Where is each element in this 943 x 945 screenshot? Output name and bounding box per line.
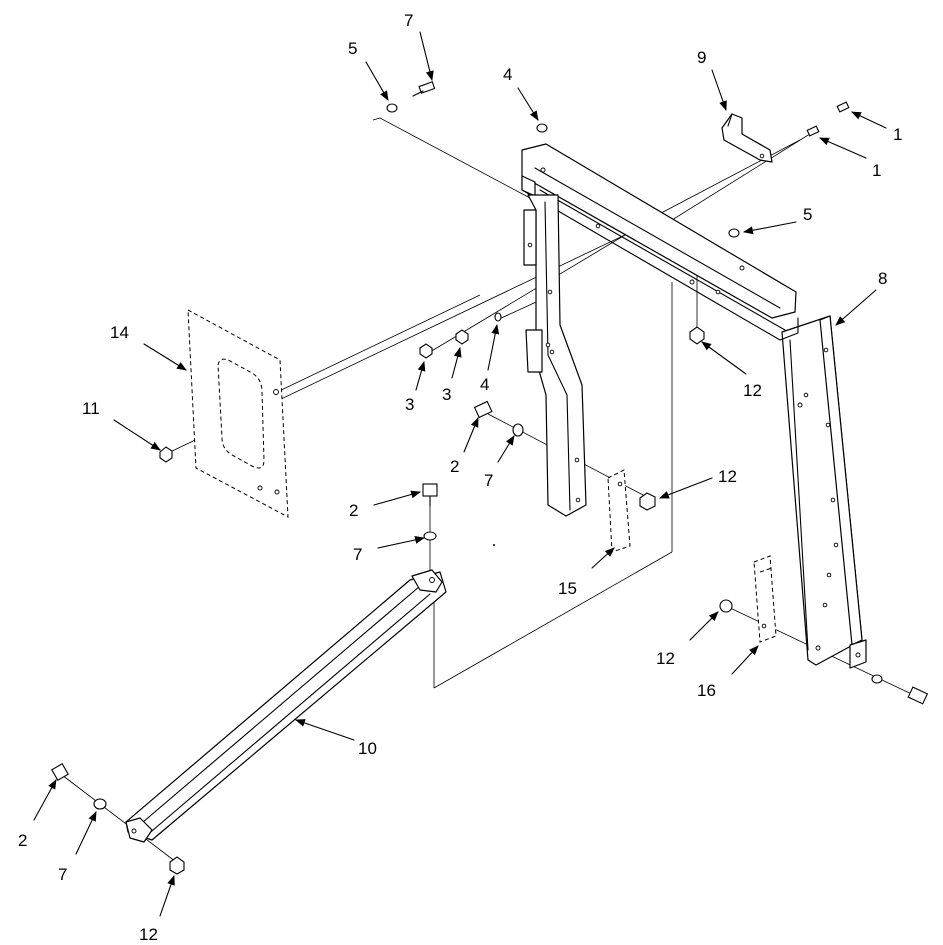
callout-13: 7 — [404, 11, 413, 30]
bolt-2b — [422, 483, 438, 507]
plate-15 — [607, 469, 631, 553]
callout-2-mid: 2 — [349, 501, 358, 520]
callout-5-top: 4 — [503, 65, 512, 84]
leader-lines — [33, 31, 887, 917]
washer-end — [871, 674, 883, 684]
screw-1a — [836, 101, 850, 113]
assembly-lines — [61, 117, 921, 866]
callout-12-mid: 12 — [718, 467, 737, 486]
callout-16: 16 — [697, 681, 716, 700]
bolt-13 — [412, 81, 436, 97]
callout-11: 11 — [82, 399, 100, 418]
top-crossbar — [521, 143, 799, 341]
callout-9: 9 — [697, 48, 706, 67]
nut-12b — [639, 492, 656, 511]
nut-3a — [419, 343, 433, 359]
callout-3-left: 3 — [405, 395, 414, 414]
callout-5-right: 5 — [803, 205, 812, 224]
callout-12-right: 12 — [656, 649, 675, 668]
nut-3b — [455, 329, 469, 345]
stray-dot — [493, 544, 495, 546]
callout-2-upper: 2 — [450, 457, 459, 476]
callout-4: 4 — [480, 375, 489, 394]
hardware — [51, 81, 929, 875]
washer-7c — [93, 798, 107, 810]
callout-2-lower: 2 — [18, 831, 27, 850]
callout-14: 14 — [110, 323, 129, 342]
washer-4 — [494, 312, 502, 322]
callout-7-mid: 7 — [353, 545, 362, 564]
callout-12-top: 12 — [743, 381, 762, 400]
nut-11 — [159, 446, 173, 463]
callout-15: 15 — [558, 579, 577, 598]
callout-8: 8 — [878, 269, 887, 288]
bolt-2a — [473, 400, 493, 419]
screw-1b — [806, 125, 820, 137]
callout-1-upper: 1 — [893, 125, 902, 144]
bolt-8-end — [907, 686, 929, 705]
washer-7b — [423, 531, 437, 541]
callout-7-upper: 7 — [484, 471, 493, 490]
bolt-2c — [51, 763, 69, 781]
callout-6: 5 — [348, 39, 357, 58]
nut-12c — [719, 599, 733, 613]
left-upright — [523, 194, 587, 517]
pin-5b — [728, 228, 740, 238]
pin-5a — [536, 123, 548, 133]
bracket-9 — [721, 113, 773, 163]
washer-7a — [512, 423, 524, 437]
callout-7-lower: 7 — [58, 865, 67, 884]
plate-16 — [753, 555, 777, 643]
right-upright-8 — [781, 315, 867, 669]
washer-6 — [386, 103, 398, 113]
callout-labels: 7 5 4 9 1 1 5 8 14 12 3 3 4 11 2 7 12 2 … — [18, 11, 902, 944]
nut-12d — [169, 856, 185, 875]
cover-plate-14 — [187, 309, 289, 518]
callout-1-lower: 1 — [872, 161, 881, 180]
nut-12a — [689, 326, 705, 345]
callout-10: 10 — [358, 739, 377, 758]
diagonal-brace-10 — [125, 569, 447, 843]
callout-12-lower: 12 — [139, 925, 158, 944]
callout-3-right: 3 — [442, 385, 451, 404]
